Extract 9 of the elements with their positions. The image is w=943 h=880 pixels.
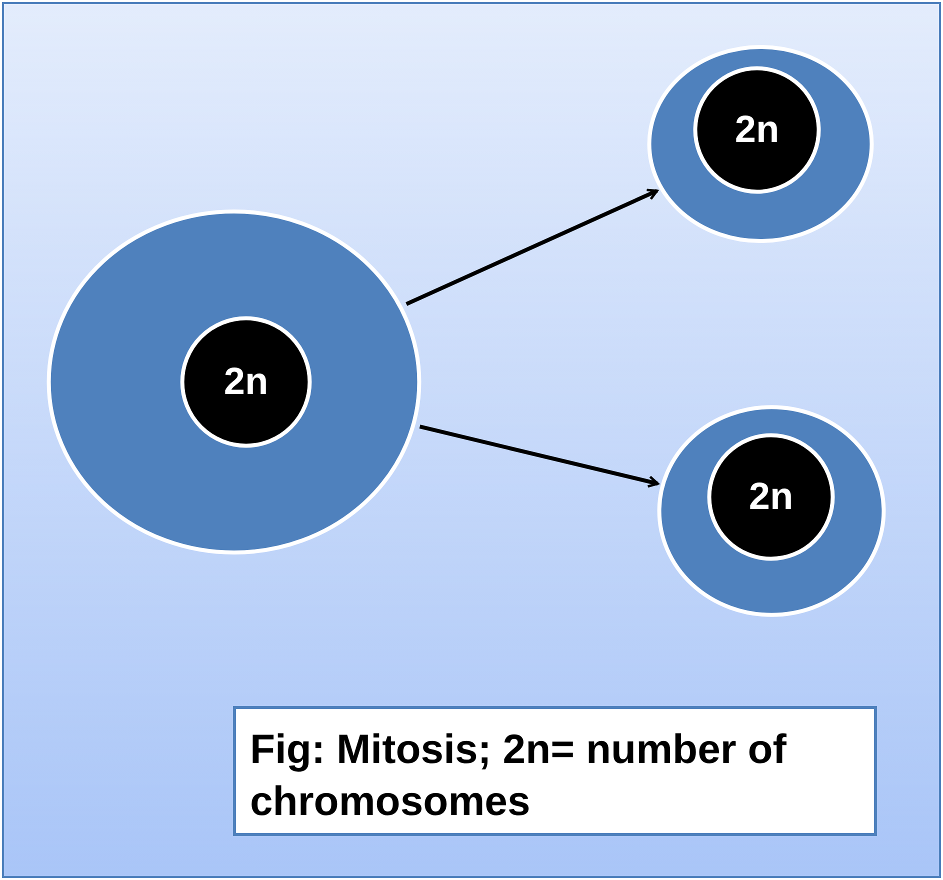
cell-body	[647, 45, 874, 243]
nucleus: 2n	[694, 67, 820, 193]
arrow	[419, 424, 659, 488]
cell-body	[45, 208, 423, 556]
arrow	[406, 188, 658, 306]
cell-body	[657, 405, 886, 617]
nucleus: 2n	[181, 317, 311, 447]
nucleus: 2n	[708, 434, 834, 560]
figure-caption: Fig: Mitosis; 2n= number of chromosomes	[233, 706, 877, 836]
